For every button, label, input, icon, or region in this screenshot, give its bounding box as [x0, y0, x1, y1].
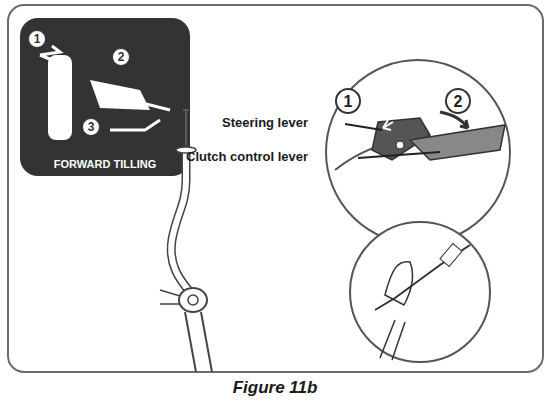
squeeze-arrow [440, 112, 468, 128]
callout-number: 2 [112, 48, 130, 66]
lower-handle [185, 312, 212, 372]
lever-detail [385, 262, 412, 305]
grip-icon [48, 55, 72, 140]
leader-line [345, 124, 382, 130]
callout-number: 3 [82, 118, 100, 136]
callout-number: 2 [445, 88, 471, 114]
spring-detail [440, 243, 462, 266]
part-label: Clutch control lever [186, 149, 308, 164]
panel-title: FORWARD TILLING [20, 158, 190, 170]
magnifier-circle [350, 222, 490, 362]
push-arrow [383, 120, 393, 130]
leader-line [358, 152, 440, 158]
cable-lines [160, 290, 180, 304]
callout-number: 1 [28, 30, 46, 48]
pivot-housing [179, 288, 207, 312]
clutch-lever-shape [410, 125, 505, 160]
frame-border [8, 5, 543, 372]
callout-number: 1 [335, 88, 361, 114]
pivot-bolt [188, 295, 198, 305]
magnifier-circle [326, 60, 510, 244]
part-label: Steering lever [222, 115, 308, 130]
lever-bolt [396, 141, 404, 149]
tube-detail [380, 320, 405, 360]
figure-caption: Figure 11b [0, 378, 550, 398]
